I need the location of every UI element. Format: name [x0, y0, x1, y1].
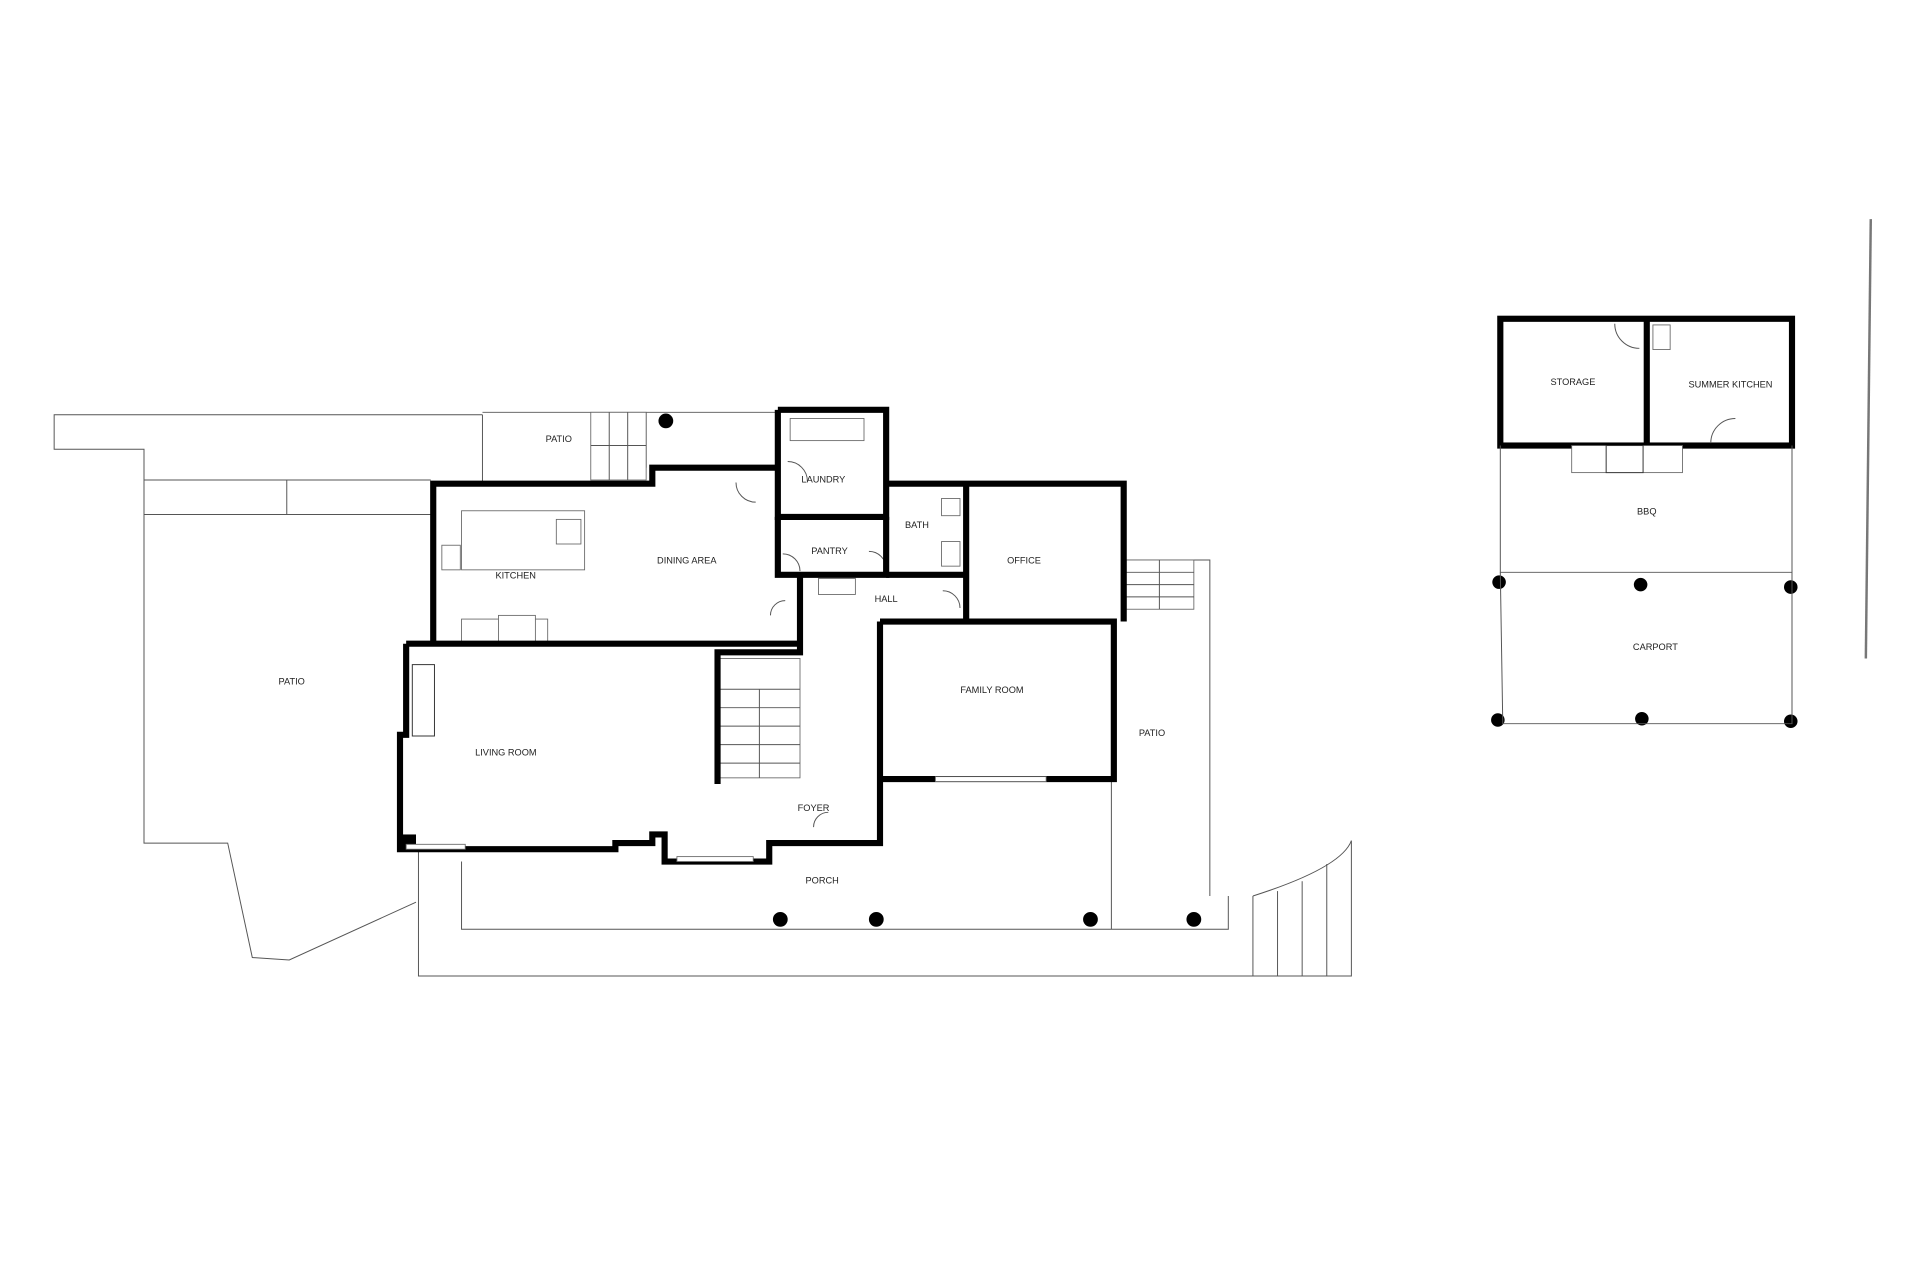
- walls: [396, 406, 1127, 865]
- label-storage: STORAGE: [1550, 377, 1595, 387]
- label-patio-left: PATIO: [279, 676, 305, 686]
- label-family-room: FAMILY ROOM: [960, 685, 1023, 695]
- label-patio-top: PATIO: [546, 434, 572, 444]
- label-foyer: FOYER: [798, 803, 830, 813]
- label-carport: CARPORT: [1633, 642, 1678, 652]
- label-summer-kitchen: SUMMER KITCHEN: [1688, 380, 1772, 390]
- site-outlines: [53, 411, 1352, 977]
- label-bath: BATH: [905, 520, 929, 530]
- stairs: [590, 411, 1195, 779]
- label-porch: PORCH: [806, 876, 839, 886]
- label-dining-area: DINING AREA: [657, 556, 717, 566]
- label-pantry: PANTRY: [811, 546, 848, 556]
- room-labels: PATIO LAUNDRY BATH PANTRY KITCHEN DINING…: [279, 377, 1773, 885]
- fireplace-icon: [411, 664, 435, 737]
- label-living-room: LIVING ROOM: [475, 748, 536, 758]
- label-office: OFFICE: [1007, 556, 1041, 566]
- label-kitchen: KITCHEN: [495, 570, 535, 580]
- kitchen-fixtures: [411, 418, 961, 828]
- label-bbq: BBQ: [1637, 506, 1656, 516]
- label-hall: HALL: [875, 594, 898, 604]
- door-swings: [735, 461, 961, 828]
- columns: [658, 413, 1798, 927]
- label-laundry: LAUNDRY: [801, 474, 845, 484]
- label-patio-right: PATIO: [1139, 728, 1165, 738]
- outbuilding: [1497, 219, 1872, 725]
